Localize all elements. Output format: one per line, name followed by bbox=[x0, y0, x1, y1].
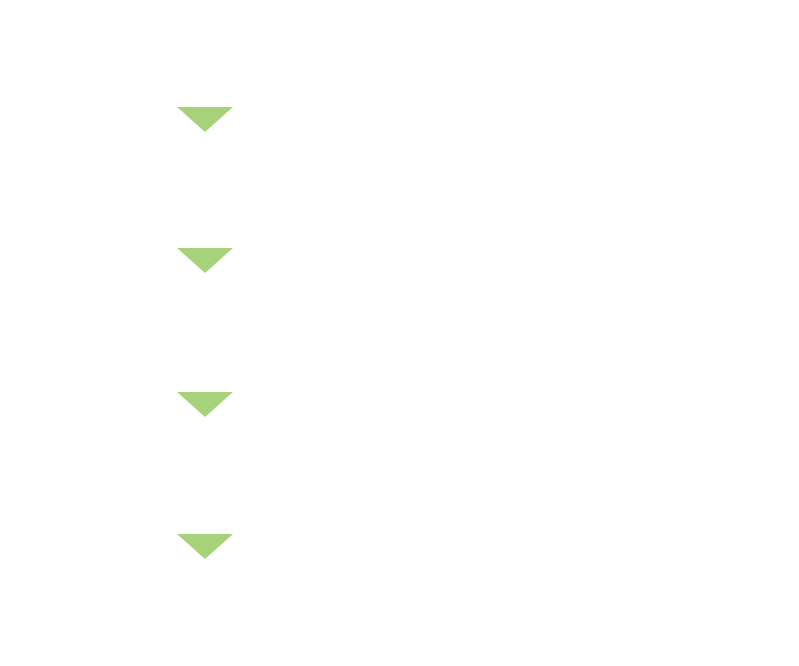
down-triangle-icon bbox=[177, 107, 233, 132]
down-triangle-icon bbox=[177, 248, 233, 273]
down-triangle-icon bbox=[177, 392, 233, 417]
down-triangle-icon bbox=[177, 534, 233, 559]
marker-column bbox=[177, 107, 233, 559]
